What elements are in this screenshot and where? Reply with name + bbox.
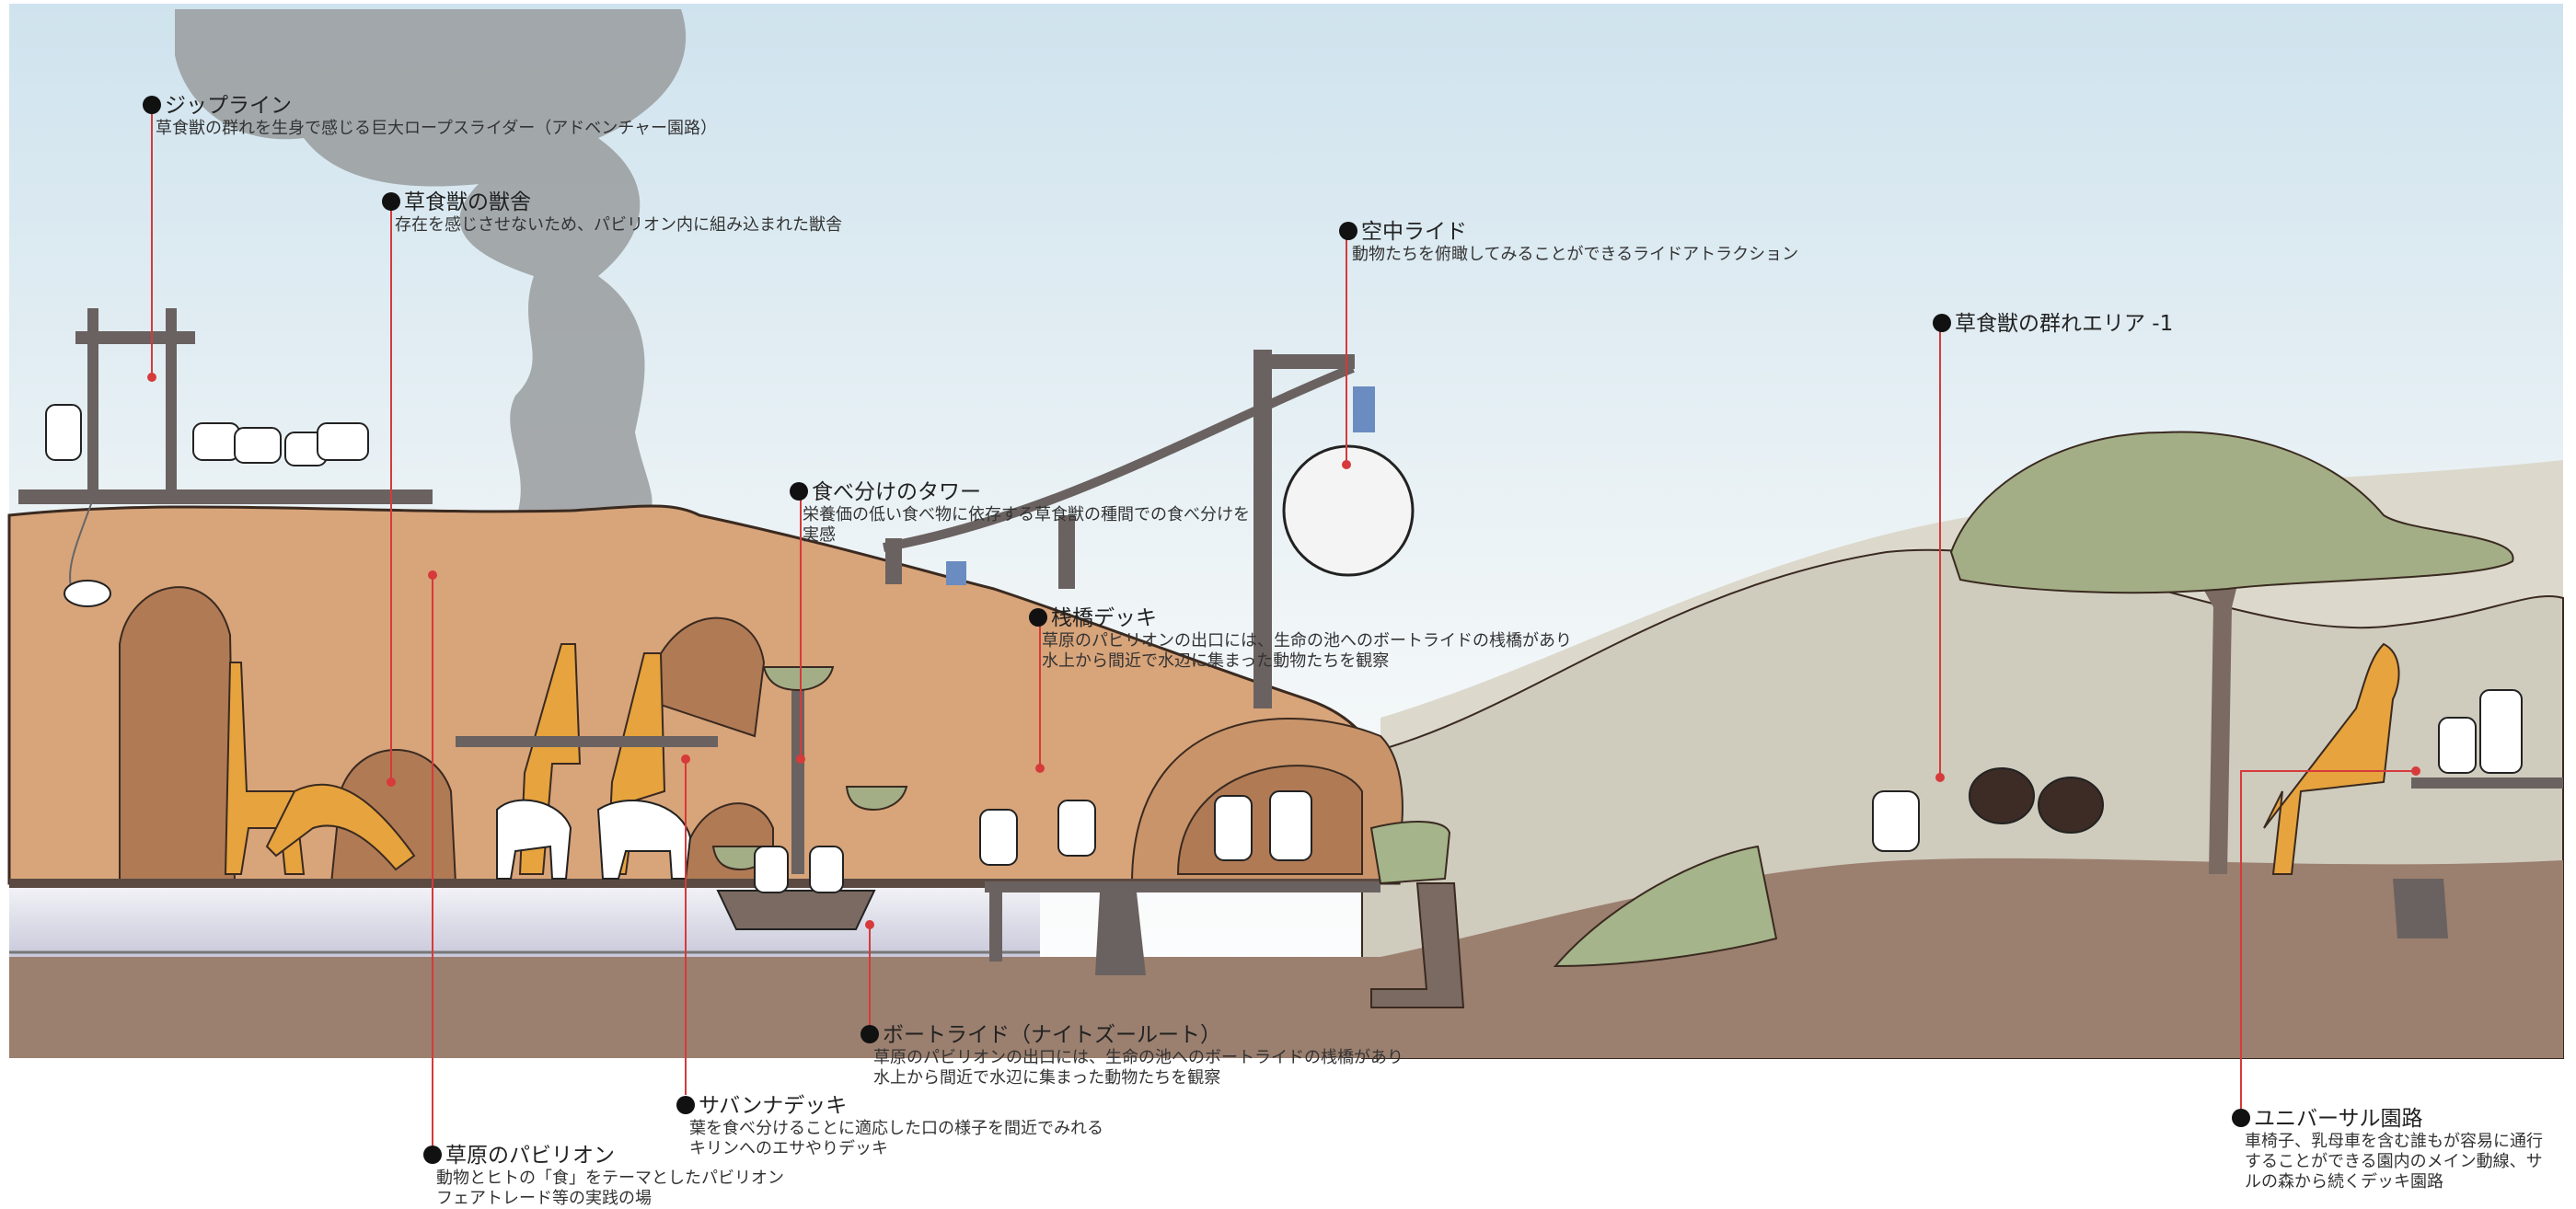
water-channel [9,883,1040,957]
pier-deck [985,881,1380,892]
bullet-icon [861,1025,879,1043]
grass-clump [1553,845,1778,968]
label-title: 食べ分けのタワー [812,480,981,504]
zipline-post [166,308,177,492]
zipline-beam [75,331,195,344]
label-title: ユニバーサル園路 [2254,1107,2423,1131]
universal-path-deck [2411,777,2563,789]
label-desc: 動物たちを俯瞰してみることができるライドアトラクション [1352,245,1799,264]
label-pier-deck: 桟橋デッキ 草原のパビリオンの出口には、生命の池へのボートライドの桟橋があり 水… [1029,600,1572,672]
visitor-icon [1214,795,1253,861]
bullet-icon [382,192,400,211]
label-boat-ride: ボートライド（ナイトズールート） 草原のパビリオンの出口には、生命の池へのボート… [861,1017,1404,1088]
cable-car [946,561,966,585]
visitor-icon [45,404,82,461]
label-desc: 車椅子、乳母車を含む誰もが容易に通行 することができる園内のメイン動線、サ ルの… [2245,1132,2543,1192]
zebra-icon [496,799,572,880]
label-title: ボートライド（ナイトズールート） [883,1023,1221,1047]
label-title: 草原のパビリオン [445,1144,615,1168]
giraffe-icon [2263,642,2400,875]
bullet-icon [1933,314,1951,332]
giraffe-icon [265,783,416,871]
sky-ride-arm [1253,354,1355,369]
label-sky-ride: 空中ライド 動物たちを俯瞰してみることができるライドアトラクション [1339,213,1798,265]
label-universal-path: ユニバーサル園路 車椅子、乳母車を含む誰もが容易に通行 することができる園内のメ… [2232,1100,2543,1192]
zipline-post [87,308,98,492]
pavilion-floor [9,879,1380,888]
label-desc: 草原のパビリオンの出口には、生命の池へのボートライドの桟橋があり 水上から間近で… [1042,631,1572,671]
label-savanna-deck: サバンナデッキ 葉を食べ分けることに適応した口の様子を間近でみれる キリンへのエ… [676,1088,1103,1159]
cable-post [885,538,902,584]
ostrich-icon [1969,767,2035,824]
label-desc: 動物とヒトの「食」をテーマとしたパビリオン フェアトレード等の実践の場 [436,1169,784,1208]
grass-clump [1369,821,1451,885]
visitor-icon [2479,689,2523,774]
label-herd-area: 草食獣の群れエリア -1 [1933,305,2173,337]
label-title: 草食獣の群れエリア -1 [1955,312,2174,336]
goat-icon [317,422,369,461]
bullet-icon [423,1146,442,1164]
feeding-basket [762,666,835,692]
visitor-icon [809,846,844,893]
label-feeding-tower: 食べ分けのタワー 栄養価の低い食べ物に依存する草食獣の種間での食べ分けを 実感 [790,474,1250,546]
label-desc: 草食獣の群れを生身で感じる巨大ロープスライダー（アドベンチャー園路） [156,119,718,138]
label-desc: 栄養価の低い食べ物に依存する草食獣の種間での食べ分けを 実感 [803,505,1250,545]
label-desc: 草原のパビリオンの出口には、生命の池へのボートライドの桟橋があり 水上から間近で… [873,1048,1404,1088]
visitor-icon [979,809,1018,866]
visitor-icon [2438,717,2477,774]
cave-left [119,586,237,884]
label-grassland-pavilion: 草原のパビリオン 動物とヒトの「食」をテーマとしたパビリオン フェアトレード等の… [423,1137,784,1209]
bullet-icon [1029,608,1047,627]
label-title: 空中ライド [1361,220,1467,244]
universal-path-footing [2393,879,2448,938]
bullet-icon [1339,222,1357,240]
gondola-hanger [1353,386,1375,432]
cable-post [1058,515,1075,589]
bullet-icon [2232,1109,2250,1127]
feeding-basket [845,786,908,812]
acacia-tree-icon [1949,431,2514,874]
label-desc: 葉を食べ分けることに適応した口の様子を間近でみれる キリンへのエサやりデッキ [689,1119,1103,1158]
label-title: ジップライン [165,94,292,118]
label-title: 桟橋デッキ [1051,606,1157,630]
sluice-structure [1370,882,1465,1008]
label-title: サバンナデッキ [699,1094,848,1118]
ostrich-icon [2038,777,2104,834]
sky-ride-cable [883,363,1355,552]
bullet-icon [143,96,161,114]
visitor-icon [754,846,789,893]
visitor-icon [1269,790,1312,861]
visitor-icon [1057,800,1096,857]
top-deck [18,489,433,504]
feeding-tower-post [791,681,804,874]
goat-icon [192,422,240,461]
pier-footing [1095,892,1146,975]
zebra-icon [596,800,692,880]
zipline-rider-icon [64,580,111,607]
smoke-plume [175,9,687,520]
boat-icon [716,890,876,930]
label-herbivore-barn: 草食獣の獣舎 存在を感じさせないため、パビリオン内に組み込まれた獣舎 [382,184,842,236]
leader-line [2240,770,2416,1109]
goat-icon [234,427,282,464]
savanna-deck [456,736,718,747]
sky-ride-tower [1253,350,1272,708]
bullet-icon [790,482,808,501]
label-desc: 存在を感じさせないため、パビリオン内に組み込まれた獣舎 [395,215,842,235]
ground [9,858,2563,1058]
bullet-icon [676,1096,695,1114]
goat-icon [1872,790,1920,852]
gondola-icon [1282,444,1415,577]
pier-post [989,892,1002,961]
label-zipline: ジップライン 草食獣の群れを生身で感じる巨大ロープスライダー（アドベンチャー園路… [143,87,717,139]
cave-barn [329,749,457,884]
label-title: 草食獣の獣舎 [404,190,531,214]
